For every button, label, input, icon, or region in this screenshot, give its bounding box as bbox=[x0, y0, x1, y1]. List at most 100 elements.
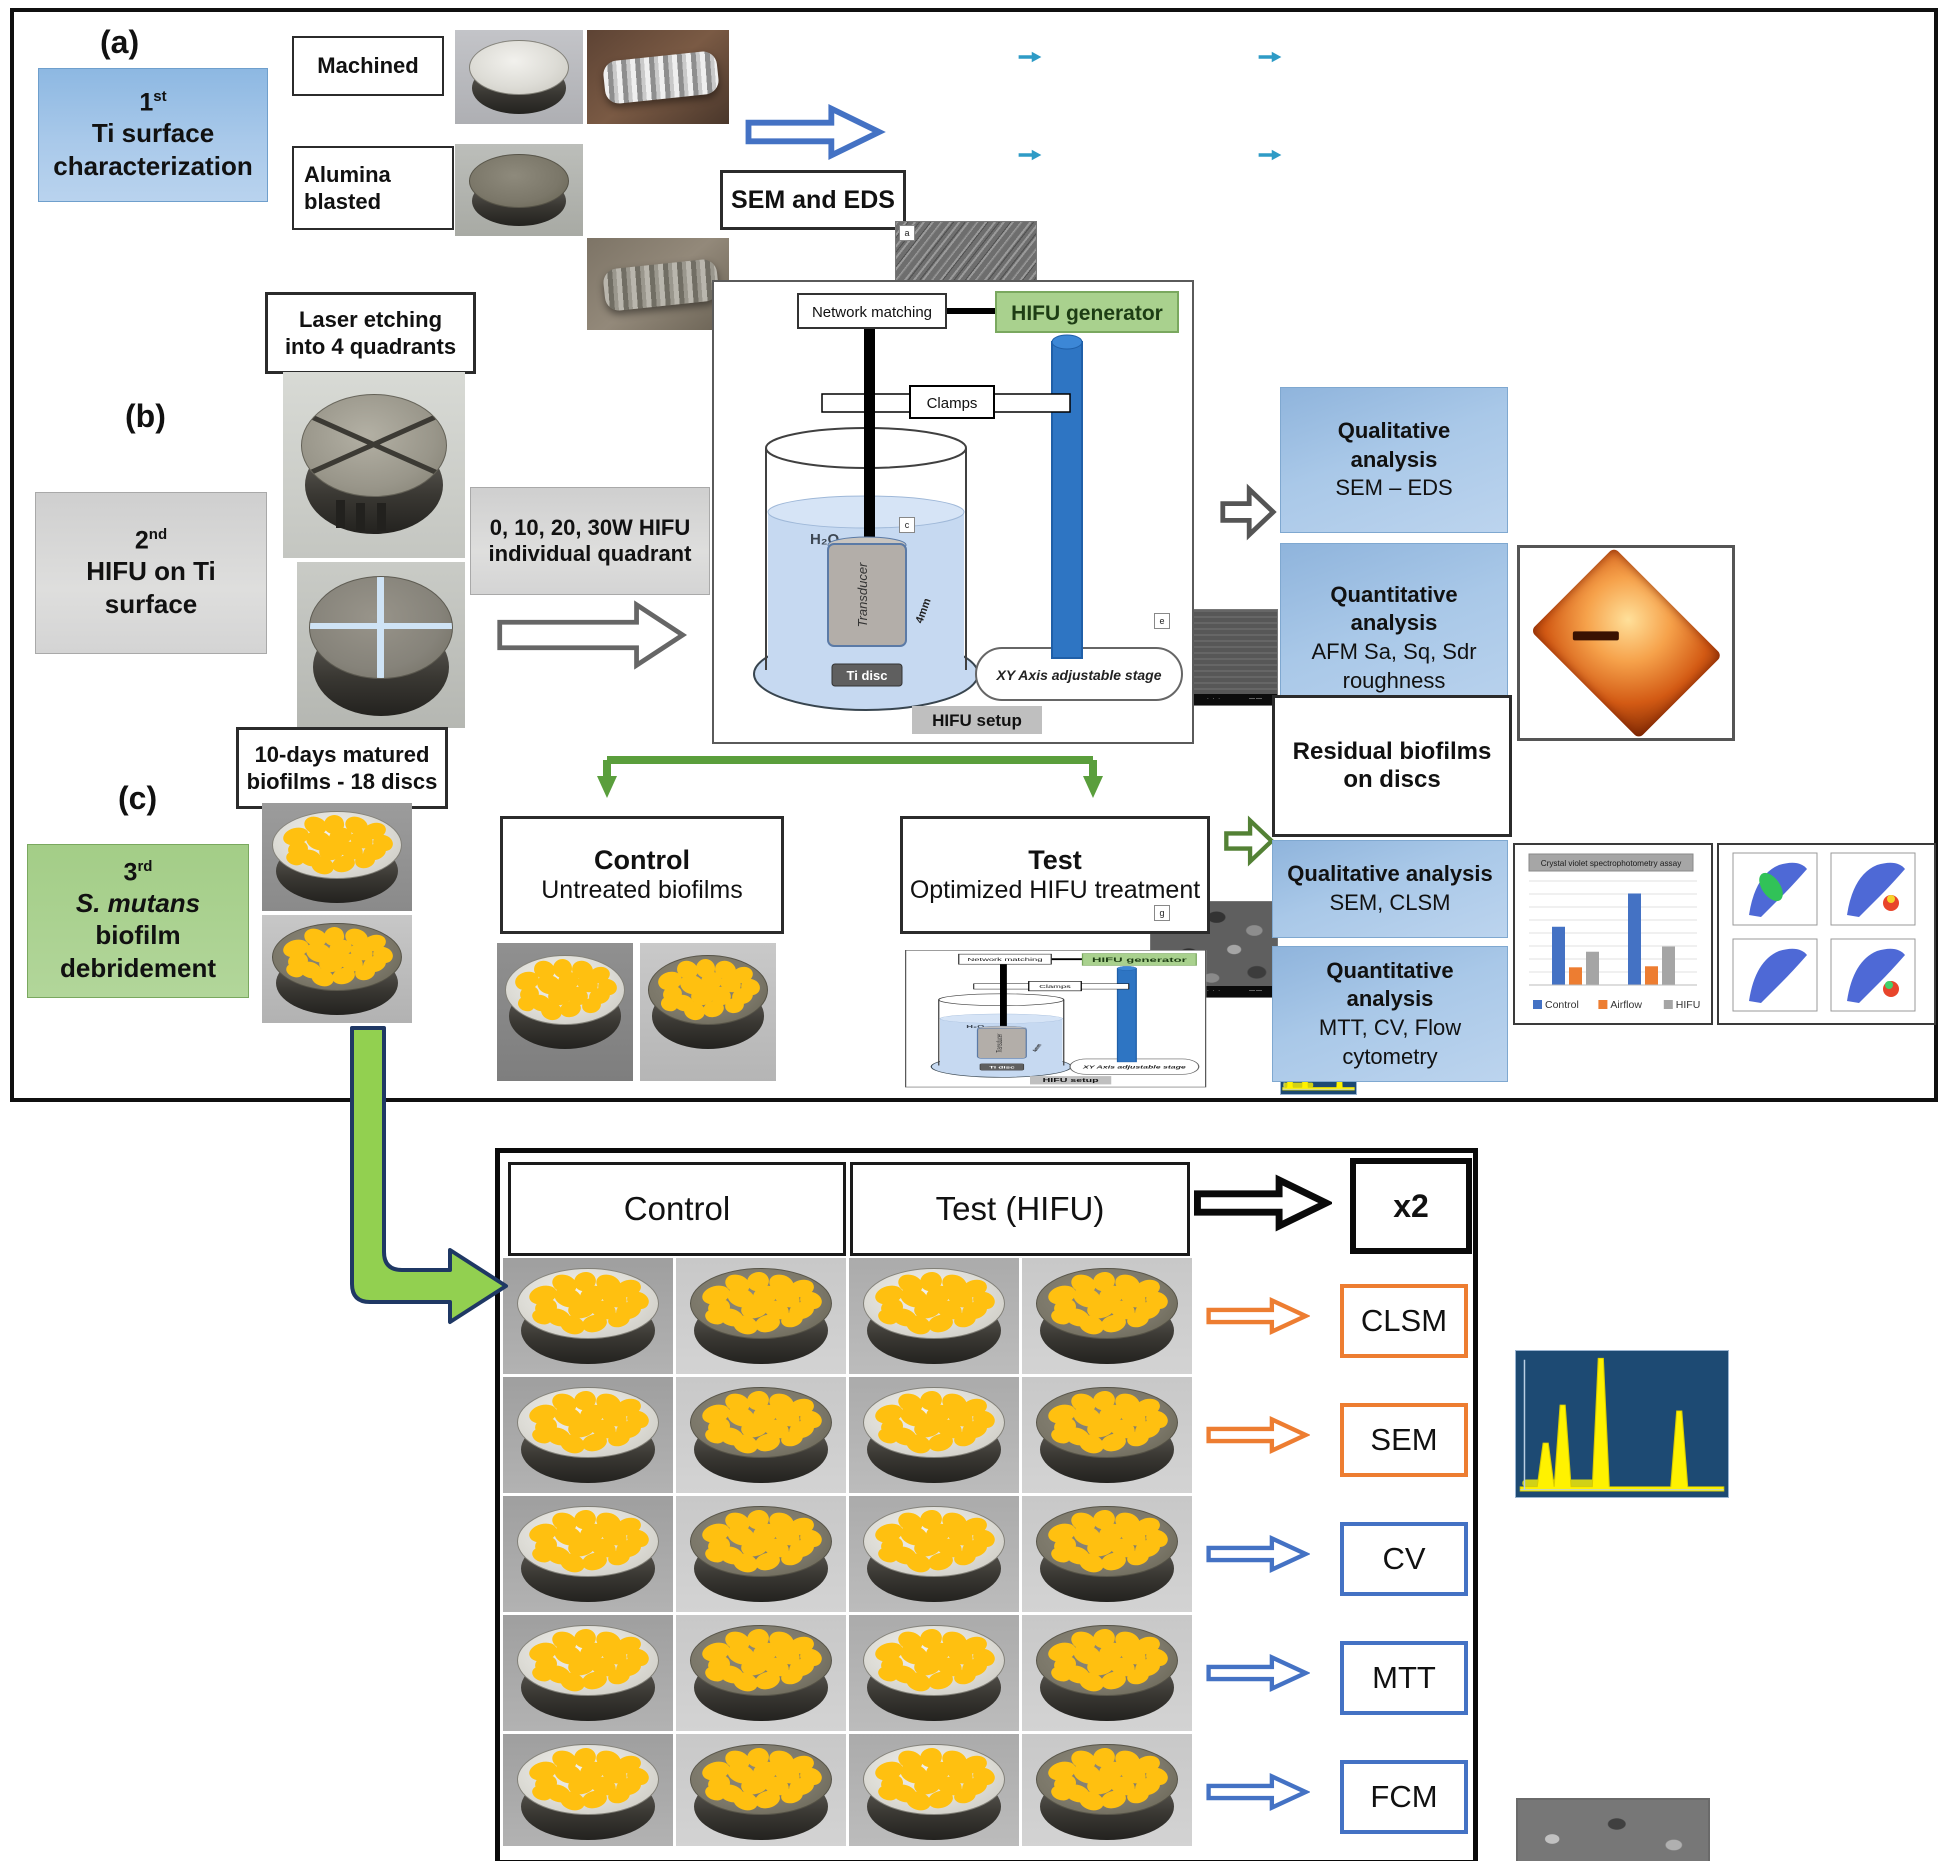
disc-face bbox=[309, 576, 453, 679]
phase2-title-line1: HIFU on Ti bbox=[86, 556, 216, 587]
phase3-ordinal: 3rd bbox=[123, 857, 153, 886]
fcm-subplot bbox=[1732, 852, 1818, 926]
residual-line2: on discs bbox=[1343, 766, 1441, 793]
ti-disc-label: Ti disc bbox=[847, 668, 888, 683]
quant-b-sub2: roughness bbox=[1342, 667, 1446, 693]
etch-line bbox=[310, 623, 452, 630]
qual-b-title1: Qualitative bbox=[1337, 418, 1451, 444]
etched-disc-cross bbox=[309, 576, 453, 716]
matured-line1: 10-days matured bbox=[254, 741, 430, 767]
hifu-power-box: 0, 10, 20, 30W HIFU individual quadrant bbox=[470, 487, 710, 595]
biofilm-disc-photo-machined bbox=[262, 803, 412, 911]
disc-face bbox=[648, 955, 768, 1025]
etched-disc-photo-2 bbox=[297, 562, 465, 728]
quant-c-sub2: cytometry bbox=[1342, 1043, 1438, 1069]
phase3-species: S. mutans bbox=[75, 887, 201, 918]
alumina-ti-disc bbox=[469, 154, 569, 226]
machined-implant-screw bbox=[602, 50, 720, 106]
hifu-generator-label: HIFU generator bbox=[1092, 957, 1187, 964]
hifu-generator-label: HIFU generator bbox=[1011, 302, 1163, 325]
sem-image-alumina-2: g ——· · ·—— bbox=[1150, 901, 1278, 998]
bar-HIFU bbox=[1662, 946, 1675, 985]
hifu-setup-caption: HIFU setup bbox=[1043, 1077, 1099, 1083]
eds-spectrum-large bbox=[1515, 1350, 1729, 1498]
grid-header-control: Control bbox=[508, 1162, 846, 1256]
quantitative-analysis-c-box: Quantitative analysis MTT, CV, Flow cyto… bbox=[1272, 946, 1508, 1082]
section-a-label: (a) bbox=[100, 24, 140, 60]
disc-face bbox=[272, 811, 402, 880]
biofilm-disc bbox=[648, 955, 768, 1049]
analysis-arrow-c bbox=[1222, 810, 1276, 872]
phase1-title-line1: Ti surface bbox=[91, 118, 215, 149]
hifu-setup-diagram-mini: H₂O XY Axis adjustable stage Clamps Tran… bbox=[905, 950, 1207, 1088]
chart-title: Crystal violet spectrophotometry assay bbox=[1541, 859, 1683, 868]
bar-Airflow bbox=[1645, 966, 1658, 985]
network-matching-label: Network matching bbox=[968, 957, 1043, 962]
residual-line1: Residual biofilms bbox=[1292, 738, 1492, 765]
laser-etching-line1: Laser etching bbox=[298, 306, 443, 332]
analysis-arrow-b bbox=[1218, 482, 1278, 542]
elbow-arrow-green bbox=[350, 1026, 508, 1324]
quant-c-title1: Quantitative bbox=[1326, 957, 1454, 983]
hifu-setup-mini: H₂O XY Axis adjustable stage Clamps Tran… bbox=[905, 950, 1207, 1090]
control-sub: Untreated biofilms bbox=[541, 876, 743, 904]
alumina-implant-photo bbox=[587, 238, 729, 330]
hifu-setup-caption: HIFU setup bbox=[932, 711, 1022, 730]
qualitative-analysis-b-box: Qualitative analysis SEM – EDS bbox=[1280, 387, 1508, 533]
laser-etching-box: Laser etching into 4 quadrants bbox=[265, 292, 476, 374]
hifu-power-line1: 0, 10, 20, 30W HIFU bbox=[489, 515, 691, 540]
quant-b-title2: analysis bbox=[1350, 610, 1438, 636]
alumina-label-box: Alumina blasted bbox=[292, 146, 454, 230]
test-title: Test bbox=[1028, 845, 1082, 875]
fcm-subplot bbox=[1732, 938, 1818, 1012]
qual-b-title2: analysis bbox=[1350, 446, 1438, 472]
phase3-box: 3rd S. mutans biofilm debridement bbox=[27, 844, 249, 998]
control-box: Control Untreated biofilms bbox=[500, 816, 784, 934]
machined-label-box: Machined bbox=[292, 36, 444, 96]
biofilm-disc bbox=[272, 923, 402, 1015]
cyan-link-arrow bbox=[1258, 51, 1282, 63]
network-matching-label: Network matching bbox=[812, 304, 932, 321]
sem-eds-label: SEM and EDS bbox=[731, 185, 895, 214]
test-sub: Optimized HIFU treatment bbox=[909, 876, 1201, 904]
etch-mark bbox=[336, 500, 345, 529]
quant-b-title1: Quantitative bbox=[1330, 581, 1458, 607]
qual-c-sub: SEM, CLSM bbox=[1329, 890, 1451, 915]
phase2-box: 2nd HIFU on Ti surface bbox=[35, 492, 267, 654]
cyan-link-arrow bbox=[1258, 149, 1282, 161]
matured-line2: biofilms - 18 discs bbox=[246, 769, 438, 794]
legend-HIFU: HIFU bbox=[1676, 999, 1701, 1011]
sem-eds-label-box: SEM and EDS bbox=[720, 170, 906, 230]
sem-eds-arrow bbox=[742, 103, 888, 161]
control-disc-photo-2 bbox=[640, 943, 776, 1081]
control-disc-photo-1 bbox=[497, 943, 633, 1081]
laser-etching-line2: into 4 quadrants bbox=[284, 334, 457, 359]
disc-face bbox=[272, 923, 402, 992]
panel-letter-badge: c bbox=[899, 517, 915, 533]
gap-label: 4mm bbox=[1031, 1044, 1044, 1052]
cyan-link-arrow bbox=[1018, 149, 1042, 161]
split-arrow-green bbox=[597, 756, 1103, 798]
x2-arrow bbox=[1194, 1168, 1335, 1238]
residual-biofilms-box: Residual biofilms on discs bbox=[1272, 695, 1512, 837]
machined-ti-disc bbox=[469, 40, 569, 114]
ti-disc-label: Ti disc bbox=[989, 1065, 1015, 1069]
fcm-subplot bbox=[1830, 938, 1916, 1012]
quant-c-sub1: MTT, CV, Flow bbox=[1318, 1015, 1462, 1040]
x2-box: x2 bbox=[1350, 1158, 1472, 1254]
transducer-label: Transducer bbox=[995, 1033, 1004, 1053]
section-c-label: (c) bbox=[118, 780, 158, 816]
alumina-label-line2: blasted bbox=[304, 189, 382, 214]
flow-cytometry-panel bbox=[1717, 843, 1936, 1025]
biofilm-disc bbox=[272, 811, 402, 903]
qualitative-analysis-c-box: Qualitative analysis SEM, CLSM bbox=[1272, 840, 1508, 938]
clamps-label: Clamps bbox=[927, 395, 978, 412]
afm-surface bbox=[1530, 547, 1722, 739]
qual-c-title: Qualitative analysis bbox=[1287, 861, 1493, 887]
afm-image bbox=[1517, 545, 1735, 741]
panel-letter-badge: g bbox=[1154, 905, 1170, 921]
alumina-disc-photo bbox=[455, 144, 583, 236]
alumina-label-line1: Alumina bbox=[304, 161, 391, 187]
phase2-title-line2: surface bbox=[104, 588, 198, 619]
